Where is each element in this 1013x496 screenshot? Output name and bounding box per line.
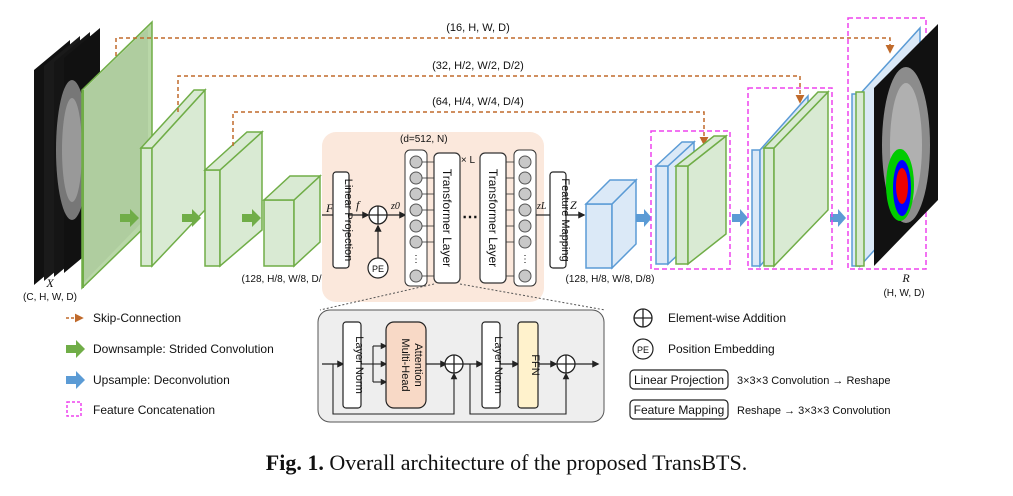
svg-text:⋮: ⋮	[411, 254, 421, 265]
svg-text:Feature Mapping: Feature Mapping	[559, 178, 571, 261]
encoder-block-3	[203, 130, 264, 268]
transformer-layer-detail: Layer Norm Multi-Head Attention Layer No…	[317, 309, 605, 423]
concat-box-2	[747, 87, 833, 270]
downsample-arrows	[120, 209, 261, 227]
svg-text:Reshape → 3×3×3 Convolution: Reshape → 3×3×3 Convolution	[737, 405, 891, 417]
output-symbol: R	[901, 271, 910, 285]
svg-text:Attention: Attention	[412, 343, 424, 386]
svg-text:⋮: ⋮	[520, 254, 530, 265]
transformer-layer-1: Transformer Layer	[433, 152, 461, 284]
pe-legend-icon: PE	[632, 338, 654, 360]
output-dims: (H, W, D)	[883, 288, 924, 299]
addition-icon	[368, 205, 388, 225]
input-symbol: X	[45, 276, 54, 290]
concat-box-1	[650, 130, 731, 270]
decoder-block-1	[584, 178, 638, 270]
svg-text:Downsample: Strided Convolutio: Downsample: Strided Convolution	[93, 342, 274, 356]
symbol-F: F	[325, 201, 334, 215]
layer-dots: ⋯	[462, 209, 478, 226]
skip-label-2: (32, H/2, W/2, D/2)	[432, 60, 524, 72]
decoder-block-3	[751, 90, 830, 268]
skip-connections	[115, 37, 895, 146]
symbol-zL: zL	[536, 201, 547, 212]
ffn-block	[517, 321, 539, 409]
figure-caption: Fig. 1. Overall architecture of the prop…	[0, 450, 1013, 476]
svg-text:Upsample: Deconvolution: Upsample: Deconvolution	[93, 373, 230, 387]
svg-text:Position Embedding: Position Embedding	[668, 342, 775, 356]
legend-right: Element-wise Addition PE Position Embedd…	[629, 308, 891, 420]
pe-circle: PE	[367, 257, 389, 279]
svg-text:Multi-Head: Multi-Head	[399, 338, 411, 391]
svg-text:Skip-Connection: Skip-Connection	[93, 311, 181, 325]
green-arrow-icon	[66, 340, 85, 358]
svg-text:Transformer Layer: Transformer Layer	[486, 169, 500, 267]
token-column-right: ⋮	[513, 149, 537, 287]
encoder-out-dims: (128, H/8, W/8, D/8)	[242, 274, 331, 285]
add-icon-detail-2	[556, 354, 576, 374]
svg-text:Layer Norm: Layer Norm	[492, 336, 504, 393]
symbol-Z: Z	[570, 198, 577, 212]
seq-dims: (d=512, N)	[400, 134, 448, 145]
mha-block	[385, 321, 427, 409]
svg-text:Element-wise Addition: Element-wise Addition	[668, 311, 786, 325]
skip-label-3: (64, H/4, W/4, D/4)	[432, 96, 524, 108]
svg-text:3×3×3 Convolution → Reshape: 3×3×3 Convolution → Reshape	[737, 375, 891, 387]
decoder-in-dims: (128, H/8, W/8, D/8)	[566, 274, 655, 285]
addition-legend-icon	[633, 308, 653, 328]
caption-text: Overall architecture of the proposed Tra…	[323, 450, 748, 475]
linear-projection-label: Linear Projection	[342, 179, 354, 262]
svg-text:Feature Mapping: Feature Mapping	[634, 403, 725, 417]
linear-projection-block: Linear Projection	[332, 171, 354, 269]
input-dims: (C, H, W, D)	[23, 292, 77, 303]
dashed-square-icon	[66, 401, 82, 417]
transformer-layer-2: Transformer Layer	[479, 152, 507, 284]
feature-mapping-block: Feature Mapping	[549, 171, 571, 269]
symbol-z0: z0	[390, 201, 400, 212]
svg-text:Transformer Layer: Transformer Layer	[440, 169, 454, 267]
caption-label: Fig. 1.	[265, 450, 324, 475]
legend-left: Skip-Connection Downsample: Strided Conv…	[66, 311, 274, 417]
encoder-block-4	[262, 174, 322, 268]
svg-text:Linear Projection: Linear Projection	[634, 373, 724, 387]
svg-text:Layer Norm: Layer Norm	[353, 336, 365, 393]
svg-text:FFN: FFN	[529, 354, 541, 375]
upsample-arrows	[636, 209, 846, 227]
blue-arrow-icon	[66, 371, 85, 389]
layer-count: × L	[461, 155, 476, 166]
decoder-block-2	[654, 134, 729, 266]
svg-text:Feature Concatenation: Feature Concatenation	[93, 403, 215, 417]
svg-text:PE: PE	[637, 345, 649, 355]
skip-label-1: (16, H, W, D)	[446, 22, 510, 34]
svg-text:PE: PE	[372, 264, 384, 274]
output-segmentation	[874, 24, 938, 266]
add-icon-detail-1	[444, 354, 464, 374]
transformer-region	[322, 132, 544, 302]
token-column-left: ⋮	[404, 149, 428, 287]
symbol-f: f	[356, 198, 361, 212]
